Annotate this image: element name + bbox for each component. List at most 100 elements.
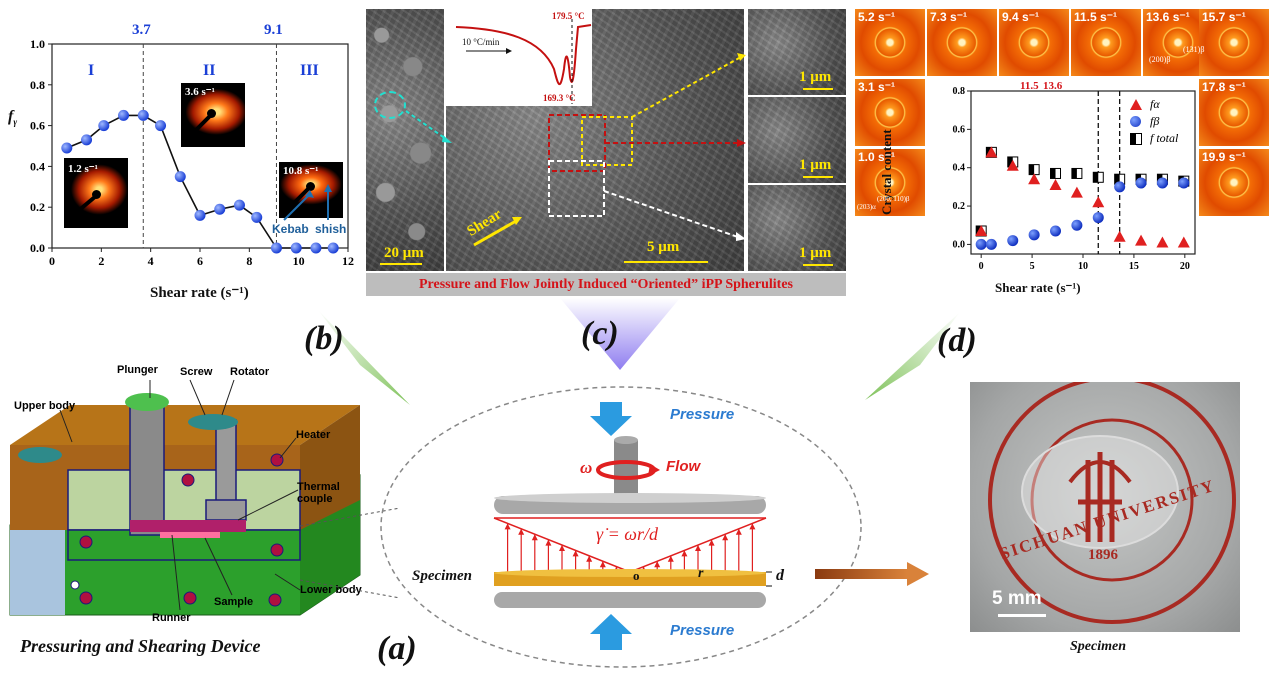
data-point — [290, 242, 302, 254]
y-tick-label: 0.2 — [30, 200, 45, 214]
shish-label: shish — [315, 222, 347, 236]
sem-scale-bar — [803, 176, 833, 178]
data-point — [270, 242, 282, 254]
data-point — [310, 242, 322, 254]
velocity-arrowhead — [749, 523, 756, 530]
panel-c-caption-text: Pressure and Flow Jointly Induced “Orien… — [418, 277, 793, 292]
divider-value-1: 11.5 — [1020, 80, 1039, 92]
sem-spherulite — [446, 9, 744, 271]
saxs-inset-label: 3.6 s⁻¹ — [185, 86, 215, 98]
device-drawing: Plunger Screw Rotator Upper body Heater … — [0, 360, 370, 660]
saxs-inset-10-8: 10.8 s⁻¹ — [279, 162, 343, 218]
xray-annotation: (203)α — [857, 203, 876, 211]
omega-label: ω — [580, 458, 593, 477]
device-label-heater: Heater — [296, 429, 331, 441]
y-tick-label: 0.6 — [30, 119, 45, 133]
data-point-ftotal — [1092, 171, 1104, 183]
velocity-arrowhead — [681, 550, 688, 557]
device-caption: Pressuring and Shearing Device — [20, 636, 261, 656]
data-point — [251, 211, 263, 223]
connector-cones — [318, 298, 960, 405]
velocity-arrowhead — [545, 539, 552, 546]
x-tick-label: 20 — [1180, 261, 1190, 272]
panel-c-caption: Pressure and Flow Jointly Induced “Orien… — [366, 273, 846, 296]
specimen-label: Specimen — [412, 568, 472, 584]
dsc-curve — [455, 19, 592, 104]
origin-label: o — [633, 568, 640, 583]
chart-b-xlabel: Shear rate (s⁻¹) — [150, 285, 249, 301]
data-point — [233, 199, 245, 211]
chart-d-xlabel: Shear rate (s⁻¹) — [995, 280, 1081, 295]
sem-low-mag: 20 μm — [366, 9, 444, 271]
xray-pattern: 5.2 s⁻¹ — [855, 9, 925, 76]
sem-scale-bar — [803, 88, 833, 90]
chart-b-ylabel: fγ — [8, 108, 18, 128]
photo-caption: Specimen — [1070, 639, 1126, 654]
y-tick-label: 0.4 — [30, 159, 45, 173]
legend-item: fα — [1130, 96, 1188, 113]
specimen-photo: SICHUAN UNIVERSITY 1896 5 mm — [970, 382, 1240, 632]
device-svg — [9, 379, 361, 616]
x-tick-label: 10 — [1078, 261, 1088, 272]
panel-label-c: (c) — [581, 315, 619, 352]
data-point — [214, 203, 226, 215]
y-tick-label: 0.8 — [30, 78, 45, 92]
velocity-arrowhead — [708, 539, 715, 546]
sem-scale-label: 1 μm — [799, 157, 832, 173]
sem-scale-label: 1 μm — [799, 69, 832, 85]
dsc-inset: 10 °C/min 179.5 °C 169.3 °C — [446, 9, 592, 106]
data-point — [174, 171, 186, 183]
data-point — [61, 142, 73, 154]
device-label-runner: Runner — [152, 612, 191, 624]
sem-overlays — [405, 53, 746, 247]
saxs-inset-label: 1.2 s⁻¹ — [68, 163, 98, 175]
schematic-svg — [380, 386, 862, 668]
velocity-arrowhead — [531, 534, 538, 541]
velocity-arrowhead — [695, 545, 701, 551]
device-label-lower-body: Lower body — [300, 584, 362, 596]
data-point-fbeta — [1007, 235, 1019, 247]
data-point-falpha — [1049, 178, 1062, 190]
data-point — [155, 120, 167, 132]
data-point — [98, 120, 110, 132]
data-point — [137, 109, 149, 121]
divider-value-2: 9.1 — [264, 22, 283, 38]
region-label-1: I — [88, 62, 95, 79]
data-point-fbeta — [1135, 177, 1147, 189]
annotation-arrows — [283, 184, 332, 221]
velocity-arrowhead — [504, 523, 511, 530]
device-label-upper-body: Upper body — [14, 400, 76, 412]
velocity-arrowhead — [572, 550, 579, 557]
data-point-fbeta — [1178, 177, 1190, 189]
xray-annotation: (200, 110)β — [877, 195, 910, 203]
panel-d: 5.2 s⁻¹ 7.3 s⁻¹ 9.4 s⁻¹ 11.5 s⁻¹ 13.6 s⁻… — [853, 0, 1269, 305]
x-tick-label: 15 — [1129, 261, 1139, 272]
xray-pattern: 19.9 s⁻¹ — [1199, 149, 1269, 216]
sem-scale-label: 1 μm — [799, 245, 832, 261]
chart-d-legend: fα fβ f total — [1130, 96, 1188, 147]
panel-label-d: (d) — [937, 322, 977, 359]
university-seal — [988, 382, 1236, 624]
velocity-arrowhead — [667, 555, 674, 562]
data-point-ftotal — [1050, 167, 1062, 179]
region-label-2: II — [203, 62, 216, 79]
data-point-falpha — [1028, 173, 1041, 185]
y-tick-label: 0.8 — [953, 86, 966, 97]
kebab-label: Kebab — [272, 222, 309, 236]
pressure-label-top: Pressure — [670, 406, 735, 423]
legend-item: fβ — [1130, 113, 1188, 130]
data-point-fbeta — [1156, 177, 1168, 189]
data-point-fbeta — [1071, 219, 1083, 231]
velocity-arrowhead — [599, 561, 606, 568]
xray-pattern: 3.1 s⁻¹ — [855, 79, 925, 146]
xray-annotation: (131)β — [1183, 45, 1205, 54]
x-tick-label: 5 — [1030, 261, 1035, 272]
data-point-falpha — [975, 224, 988, 236]
data-point — [327, 242, 339, 254]
divider-value-2: 13.6 — [1043, 80, 1063, 92]
data-point — [194, 209, 206, 221]
velocity-arrowhead — [559, 545, 565, 551]
xray-pattern: 11.5 s⁻¹ — [1071, 9, 1141, 76]
data-point-fbeta — [1092, 212, 1104, 224]
